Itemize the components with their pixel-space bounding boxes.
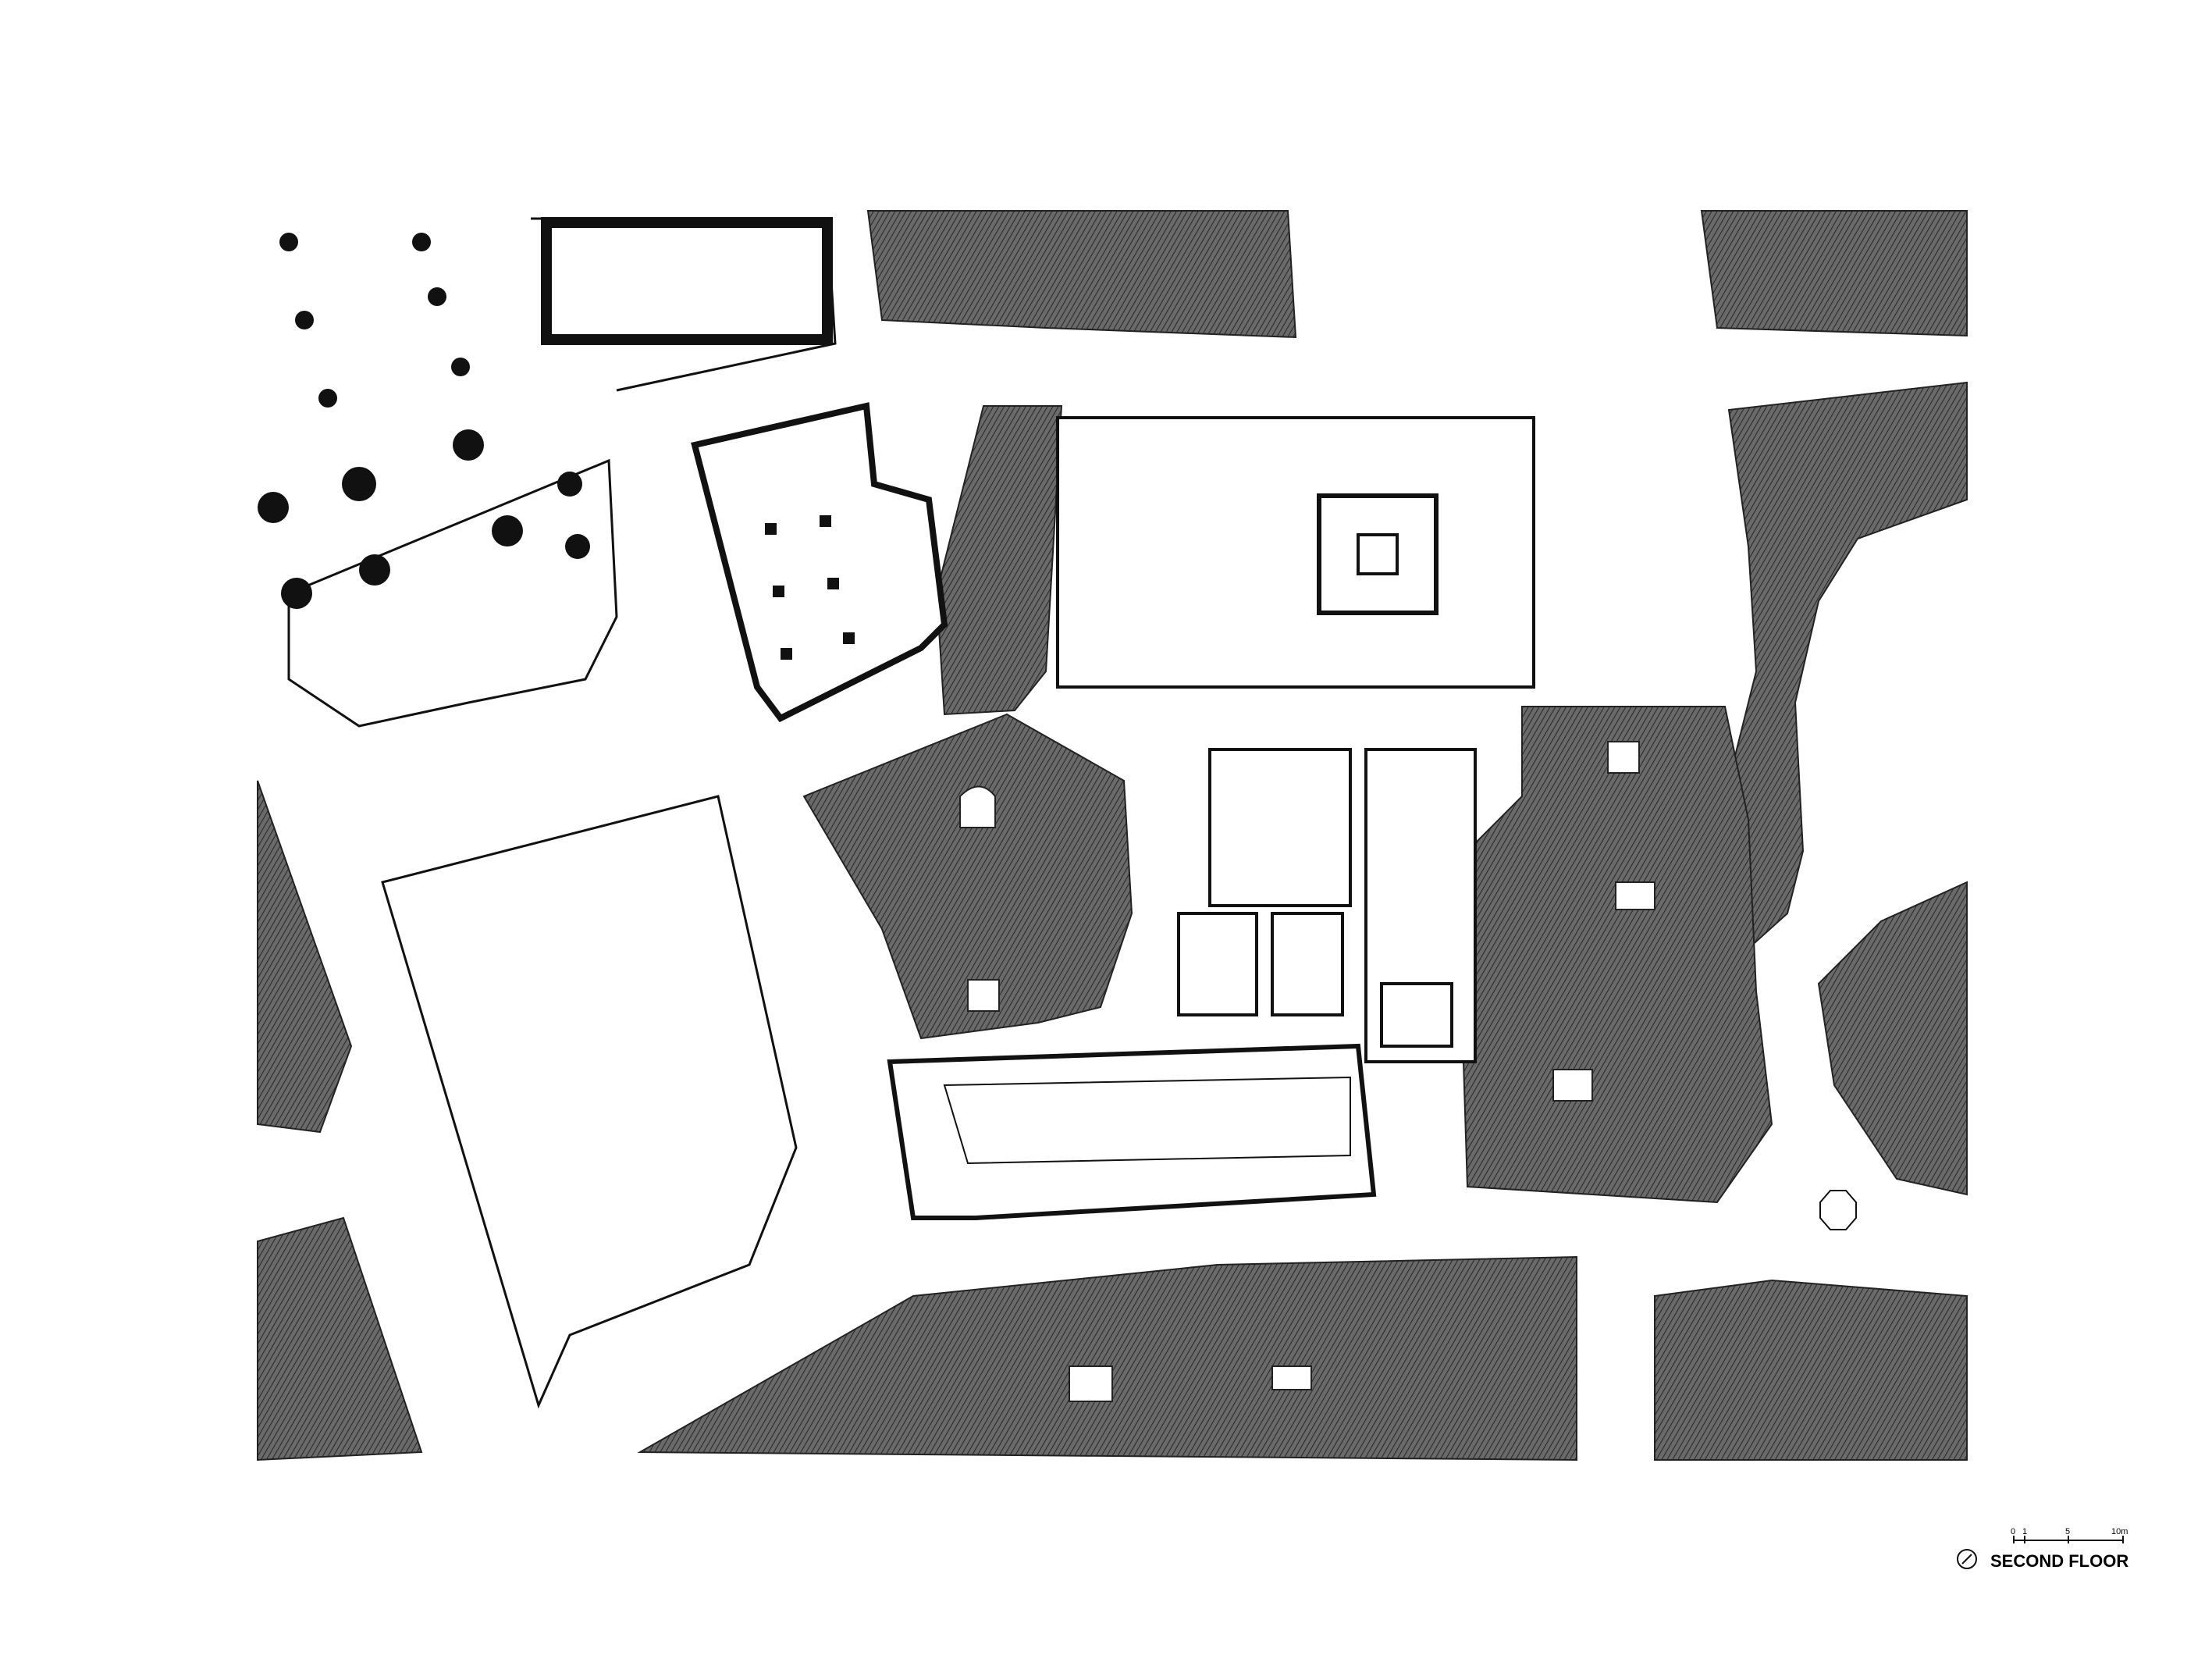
main-complex — [887, 416, 1535, 1220]
courtyard-arch — [959, 785, 996, 828]
main-cloister-inner — [1357, 533, 1399, 575]
north-arrow-icon — [1957, 1549, 1977, 1569]
main-north-block — [1056, 416, 1535, 689]
scale-label-1: 1 — [2022, 1527, 2027, 1536]
scale-label-5: 5 — [2065, 1527, 2070, 1536]
main-tower-2 — [1271, 912, 1344, 1016]
kiosk — [1819, 1190, 1857, 1230]
block-center-mid — [802, 713, 1133, 1040]
main-east-court — [1380, 982, 1453, 1048]
block-east-1 — [1817, 881, 1968, 1196]
courtyard-1 — [967, 979, 1000, 1012]
courtyard-2 — [1069, 1365, 1113, 1402]
main-tower-1 — [1177, 912, 1258, 1016]
church — [258, 217, 837, 728]
block-center-west — [935, 405, 1063, 716]
main-wing-detail — [943, 1076, 1351, 1165]
main-central-hall — [1208, 748, 1352, 907]
drawing-legend: 0 1 5 10m SECOND FLOOR — [1957, 1527, 2128, 1571]
block-north-2 — [1700, 210, 1968, 337]
church-nave — [531, 217, 837, 392]
block-west-lower — [257, 1216, 423, 1461]
block-north-1 — [866, 210, 1297, 339]
church-outline — [287, 458, 618, 728]
main-cloister — [1317, 493, 1439, 615]
scale-label-0: 0 — [2011, 1527, 2015, 1536]
church-wall — [541, 217, 833, 345]
church-columns — [258, 233, 590, 609]
block-northeast — [1727, 381, 1968, 951]
courtyard-6 — [1552, 1069, 1593, 1102]
courtyard-5 — [1615, 881, 1655, 910]
block-south-2 — [1654, 1279, 1968, 1461]
main-south-wing — [887, 1043, 1377, 1220]
plaza-outline — [381, 795, 798, 1409]
block-west-strip — [257, 780, 353, 1134]
square-building — [691, 402, 948, 723]
drawing-title: SECOND FLOOR — [1990, 1551, 2128, 1571]
scale-bar: 0 1 5 10m — [2011, 1527, 2128, 1543]
neighbouring-buildings — [257, 210, 1968, 1461]
courtyards — [959, 741, 1655, 1402]
scale-label-10: 10m — [2111, 1527, 2128, 1536]
courtyard-4 — [1607, 741, 1640, 774]
block-south-1 — [637, 1255, 1577, 1461]
courtyard-3 — [1271, 1365, 1312, 1390]
block-east-large — [1458, 706, 1773, 1204]
